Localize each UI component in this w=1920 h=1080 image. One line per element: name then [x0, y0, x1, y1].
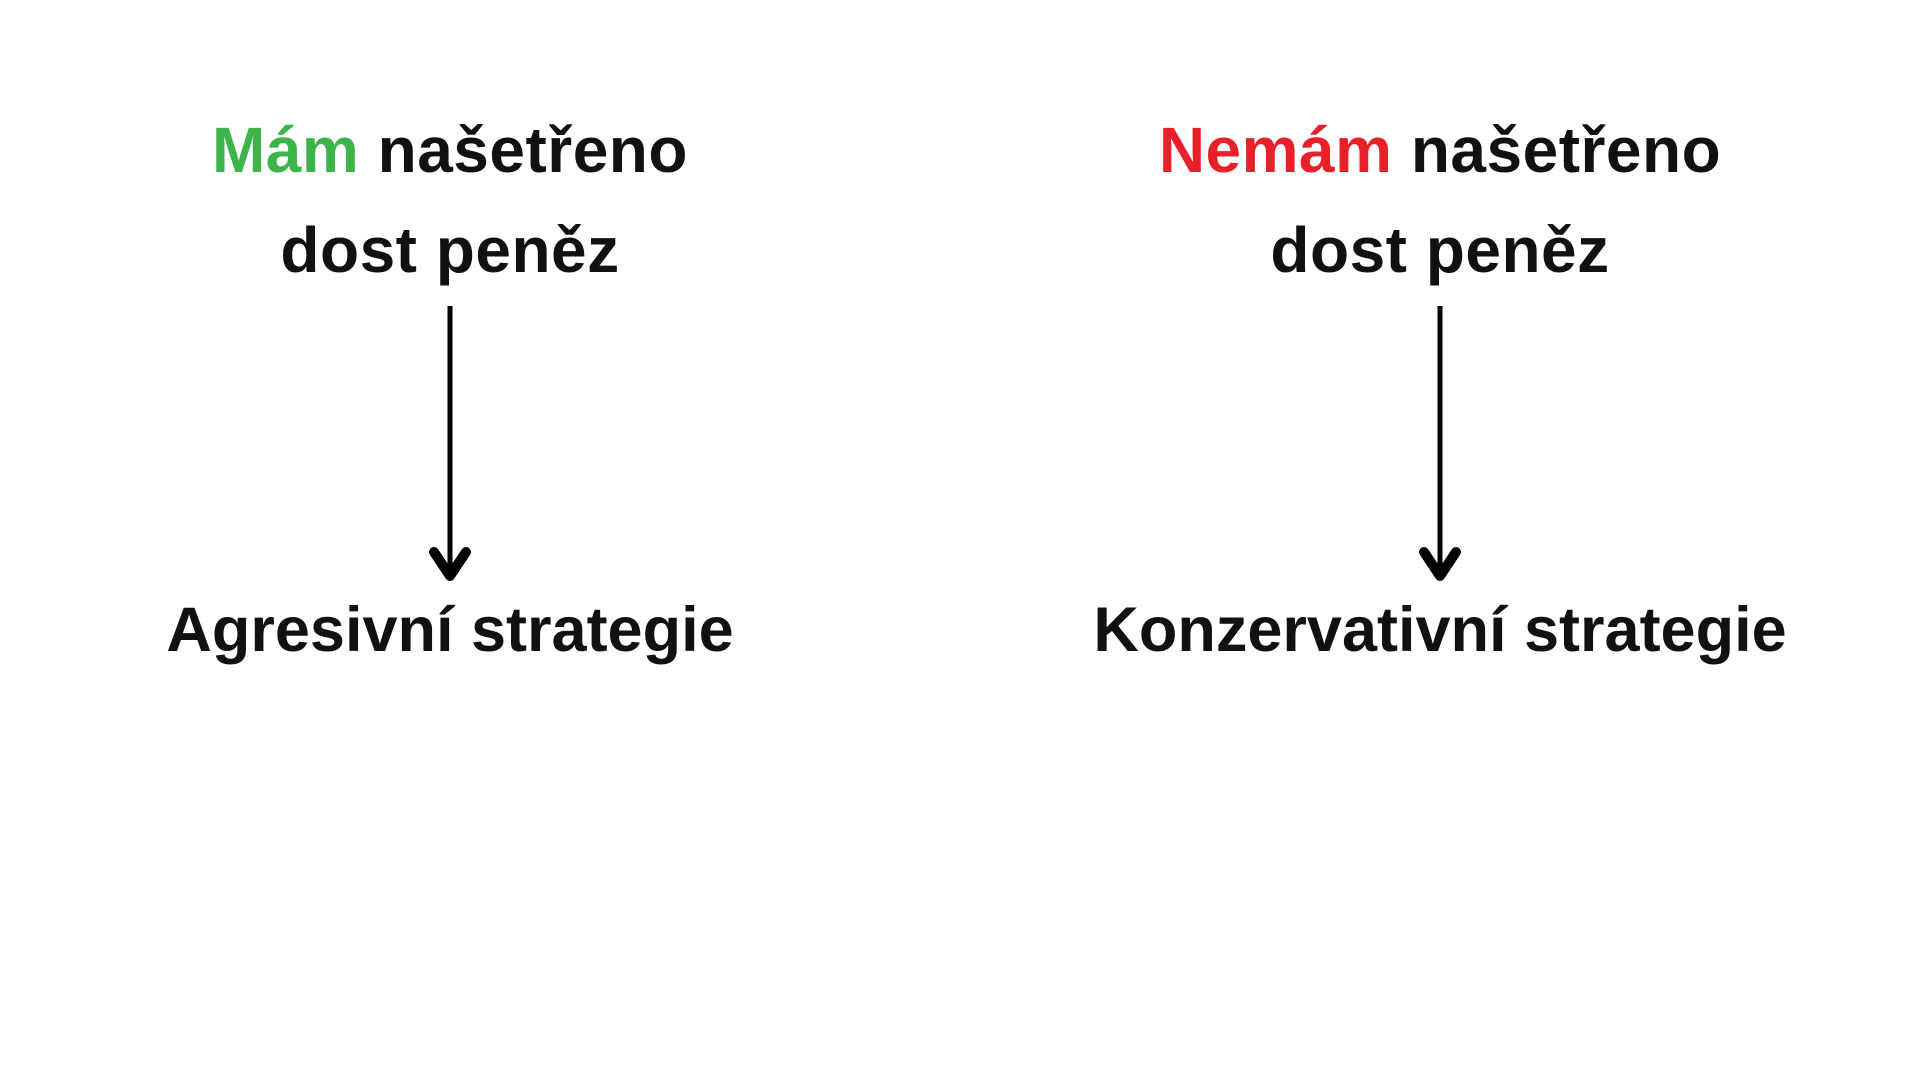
down-arrow-icon [429, 306, 471, 581]
heading-keyword-mam: Mám [212, 114, 360, 186]
down-arrow-icon [1419, 306, 1461, 581]
heading-line2: dost peněz [280, 214, 620, 286]
heading-no-savings: Nemám našetřeno dost peněz [960, 100, 1920, 300]
heading-have-savings: Mám našetřeno dost peněz [0, 100, 900, 300]
result-conservative-strategy: Konzervativní strategie [1093, 595, 1787, 665]
heading-line2: dost peněz [1270, 214, 1610, 286]
heading-keyword-nemam: Nemám [1158, 114, 1393, 186]
column-no-savings: Nemám našetřeno dost peněz Konzervativní… [960, 0, 1920, 670]
result-aggressive-strategy: Agresivní strategie [166, 595, 734, 665]
heading-rest-line1: našetřeno [359, 114, 688, 186]
heading-rest-line1: našetřeno [1392, 114, 1722, 186]
column-have-savings: Mám našetřeno dost peněz Agresivní strat… [0, 0, 900, 670]
